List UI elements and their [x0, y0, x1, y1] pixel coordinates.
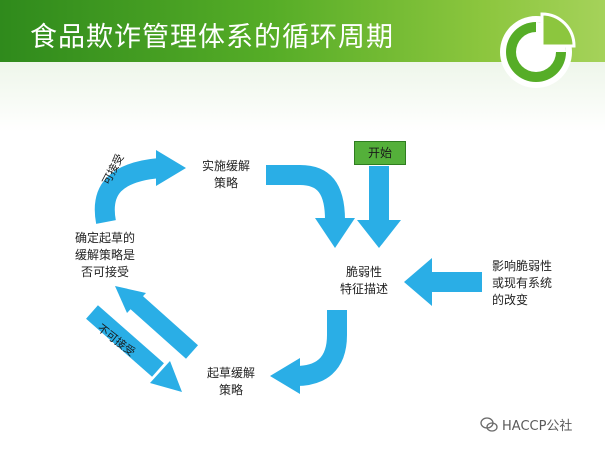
- node-draft: 起草缓解 策略: [206, 366, 255, 397]
- start-box: 开始: [354, 141, 406, 165]
- node-implement: 实施缓解 策略: [201, 159, 250, 190]
- pie-logo-icon: [500, 12, 576, 88]
- header-fade: [0, 62, 605, 132]
- watermark-text: HACCP公社: [502, 419, 573, 434]
- node-vulnerability: 脆弱性 特征描述: [339, 265, 388, 296]
- arrow-implement-to-vulnerability: [266, 165, 355, 248]
- wechat-icon: [480, 416, 498, 432]
- arrow-determine-to-draft: [86, 305, 182, 392]
- watermark: HACCP公社: [480, 415, 572, 434]
- page-title: 食品欺诈管理体系的循环周期: [30, 22, 394, 53]
- arrow-start-to-vulnerability: [357, 166, 401, 248]
- arrow-acceptable: [94, 150, 186, 224]
- arrow-changes-to-vulnerability: [404, 258, 482, 306]
- arrow-vulnerability-to-draft: [270, 310, 347, 394]
- node-determine: 确定起草的 缓解策略是 否可接受: [74, 231, 135, 279]
- arrow-draft-to-determine: [115, 286, 198, 359]
- title-bar: 食品欺诈管理体系的循环周期: [0, 0, 605, 62]
- node-changes: 影响脆弱性 或现有系统 的改变: [492, 259, 553, 307]
